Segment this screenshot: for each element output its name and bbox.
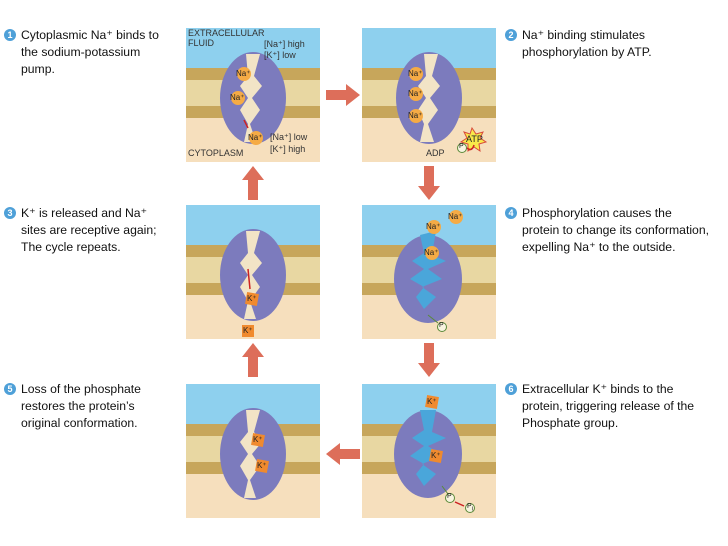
arrow-up-icon xyxy=(242,166,264,200)
step-text: Cytoplasmic Na⁺ binds to the sodium-pota… xyxy=(21,28,159,76)
panel-step-3: K⁺ K⁺ xyxy=(186,205,320,339)
k-low-label: [K⁺] low xyxy=(264,50,296,60)
na-ion-label: Na⁺ xyxy=(408,69,423,78)
k-ion-label: K⁺ xyxy=(257,461,267,470)
adp-label: ADP xyxy=(426,148,445,158)
panel-step-2: Na⁺ Na⁺ Na⁺ ATP P ADP xyxy=(362,28,496,162)
na-high-label: [Na⁺] high xyxy=(264,39,305,49)
k-ion-label: K⁺ xyxy=(253,435,263,444)
arrow-up-icon xyxy=(242,343,264,377)
na-ion-label: Na⁺ xyxy=(448,212,463,221)
panel-step-6: K⁺ K⁺ P Pi xyxy=(362,384,496,518)
extracellular-label: EXTRACELLULAR FLUID xyxy=(188,28,265,48)
arrow-right-icon xyxy=(326,84,360,106)
na-ion-label: Na⁺ xyxy=(236,69,251,78)
step-4-caption: 4 Phosphorylation causes the protein to … xyxy=(505,205,709,256)
step-2-caption: 2 Na⁺ binding stimulates phosphorylation… xyxy=(505,27,652,61)
k-ion-label: K⁺ xyxy=(427,397,437,406)
panel-step-4: Na⁺ Na⁺ Na⁺ P xyxy=(362,205,496,339)
k-ion-label: K⁺ xyxy=(247,294,257,303)
phosphate-label: P xyxy=(459,143,464,150)
arrow-down-icon xyxy=(418,343,440,377)
k-ion-label: K⁺ xyxy=(243,326,253,335)
na-ion-label: Na⁺ xyxy=(408,89,423,98)
step-5-caption: 5 Loss of the phosphate restores the pro… xyxy=(4,381,141,432)
step-number-badge: 3 xyxy=(4,207,16,219)
extracellular-label-line1: EXTRACELLULAR xyxy=(188,28,265,38)
pi-letter: P xyxy=(467,503,472,510)
na-ion-label: Na⁺ xyxy=(248,133,263,142)
phosphate-label: P xyxy=(447,493,452,500)
step-text: Extracellular K⁺ binds to the protein, t… xyxy=(522,382,695,430)
arrow-left-icon xyxy=(326,443,360,465)
step-1-caption: 1 Cytoplasmic Na⁺ binds to the sodium-po… xyxy=(4,27,159,78)
step-text: Na⁺ binding stimulates phosphorylation b… xyxy=(522,28,652,59)
step-text: Phosphorylation causes the protein to ch… xyxy=(522,206,709,254)
na-low-label: [Na⁺] low xyxy=(270,132,308,142)
step-number-badge: 2 xyxy=(505,29,517,41)
step-3-caption: 3 K⁺ is released and Na⁺ sites are recep… xyxy=(4,205,157,256)
step-number-badge: 5 xyxy=(4,383,16,395)
step-text: K⁺ is released and Na⁺ sites are recepti… xyxy=(21,206,157,254)
cytoplasm-label: CYTOPLASM xyxy=(188,148,244,158)
extracellular-label-line2: FLUID xyxy=(188,38,215,48)
inorganic-phosphate-label: Pi xyxy=(467,503,473,512)
pi-subscript: i xyxy=(471,506,474,513)
na-ion-label: Na⁺ xyxy=(408,111,423,120)
arrow-down-icon xyxy=(418,166,440,200)
na-ion-label: Na⁺ xyxy=(424,248,439,257)
step-text: Loss of the phosphate restores the prote… xyxy=(21,382,141,430)
na-ion-label: Na⁺ xyxy=(230,93,245,102)
panel-step-1: EXTRACELLULAR FLUID [Na⁺] high [K⁺] low … xyxy=(186,28,320,162)
step-6-caption: 6 Extracellular K⁺ binds to the protein,… xyxy=(505,381,694,432)
step-number-badge: 4 xyxy=(505,207,517,219)
phosphate-label: P xyxy=(439,322,444,329)
step-number-badge: 6 xyxy=(505,383,517,395)
k-ion-label: K⁺ xyxy=(431,451,441,460)
atp-label: ATP xyxy=(466,134,483,144)
k-high-label: [K⁺] high xyxy=(270,144,306,154)
panel-step-5: K⁺ K⁺ xyxy=(186,384,320,518)
na-ion-label: Na⁺ xyxy=(426,222,441,231)
step-number-badge: 1 xyxy=(4,29,16,41)
